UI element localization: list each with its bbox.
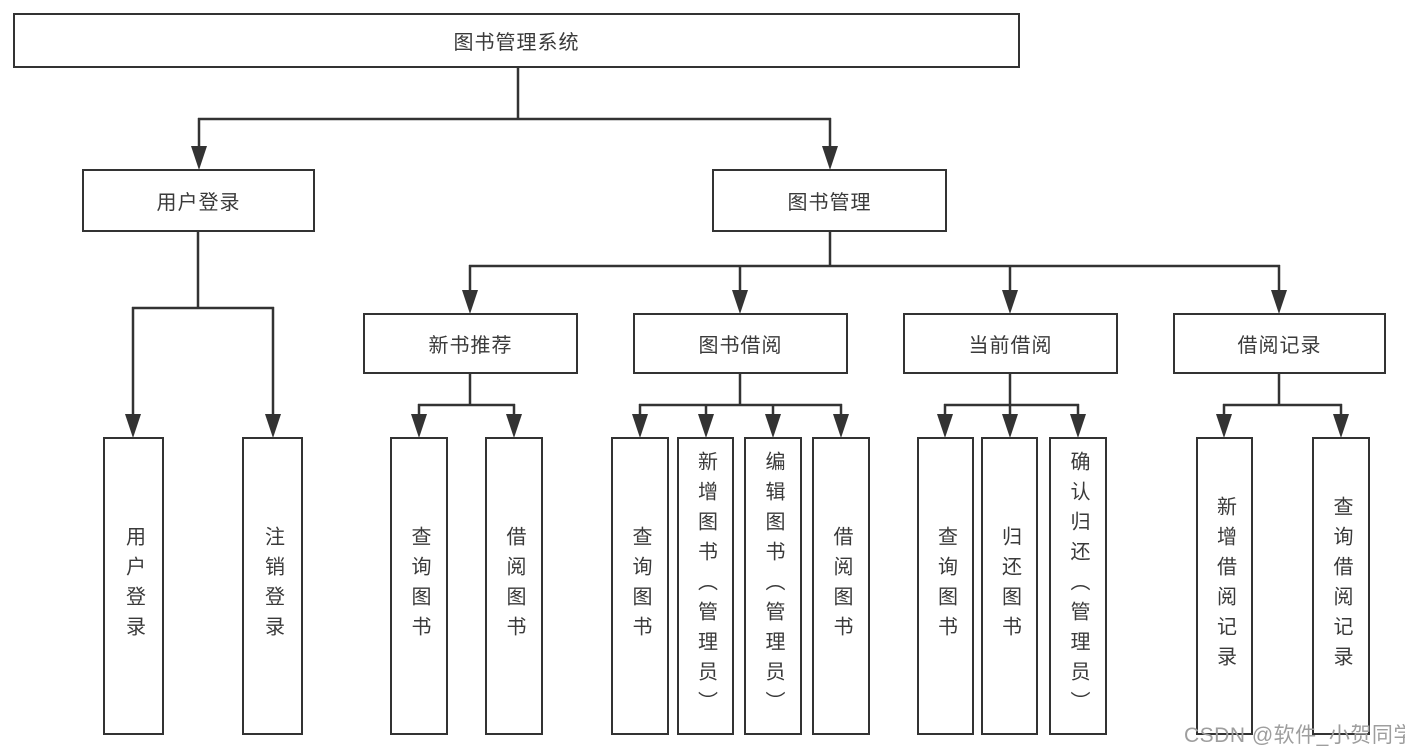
leaf-borrow-books-2-label: 借阅图书 <box>830 526 852 646</box>
leaf-query-borrow-record: 查询借阅记录 <box>1312 437 1370 735</box>
node-user-login: 用户登录 <box>82 169 315 232</box>
leaf-return-book-label: 归还图书 <box>998 526 1021 646</box>
leaf-edit-book-admin: 编辑图书（管理员） <box>744 437 802 735</box>
leaf-query-books-borrow-label: 查询图书 <box>629 526 651 646</box>
leaf-confirm-return-admin-label: 确认归还（管理员） <box>1067 451 1089 721</box>
leaf-user-login: 用户登录 <box>103 437 164 735</box>
node-book-borrow: 图书借阅 <box>633 313 848 374</box>
node-book-borrow-label: 图书借阅 <box>698 335 783 357</box>
node-book-management-label: 图书管理 <box>787 192 872 214</box>
leaf-query-books-recommend: 查询图书 <box>390 437 448 735</box>
node-user-login-label: 用户登录 <box>156 192 241 214</box>
node-current-borrow: 当前借阅 <box>903 313 1118 374</box>
node-borrow-records-label: 借阅记录 <box>1237 335 1322 357</box>
node-new-book-recommend-label: 新书推荐 <box>428 335 513 357</box>
leaf-return-book: 归还图书 <box>981 437 1038 735</box>
leaf-logout: 注销登录 <box>242 437 303 735</box>
node-book-management: 图书管理 <box>712 169 947 232</box>
leaf-edit-book-admin-label: 编辑图书（管理员） <box>762 451 784 721</box>
leaf-borrow-books-recommend: 借阅图书 <box>485 437 543 735</box>
node-root-system: 图书管理系统 <box>13 13 1020 68</box>
leaf-add-book-admin: 新增图书（管理员） <box>677 437 734 735</box>
node-borrow-records: 借阅记录 <box>1173 313 1386 374</box>
leaf-add-borrow-record: 新增借阅记录 <box>1196 437 1253 735</box>
leaf-user-login-label: 用户登录 <box>122 526 145 646</box>
node-new-book-recommend: 新书推荐 <box>363 313 578 374</box>
node-current-borrow-label: 当前借阅 <box>968 335 1053 357</box>
leaf-query-books-recommend-label: 查询图书 <box>408 526 430 646</box>
node-root-label: 图书管理系统 <box>453 32 580 54</box>
leaf-add-book-admin-label: 新增图书（管理员） <box>694 451 717 721</box>
leaf-query-books-current: 查询图书 <box>917 437 974 735</box>
csdn-watermark: CSDN @软件_小贺同学 <box>1184 724 1405 747</box>
leaf-add-borrow-record-label: 新增借阅记录 <box>1213 496 1236 676</box>
leaf-query-books-current-label: 查询图书 <box>934 526 957 646</box>
leaf-query-books-borrow: 查询图书 <box>611 437 669 735</box>
leaf-borrow-books-recommend-label: 借阅图书 <box>503 526 525 646</box>
leaf-query-borrow-record-label: 查询借阅记录 <box>1330 496 1352 676</box>
leaf-borrow-books-2: 借阅图书 <box>812 437 870 735</box>
leaf-confirm-return-admin: 确认归还（管理员） <box>1049 437 1107 735</box>
leaf-logout-label: 注销登录 <box>261 526 284 646</box>
